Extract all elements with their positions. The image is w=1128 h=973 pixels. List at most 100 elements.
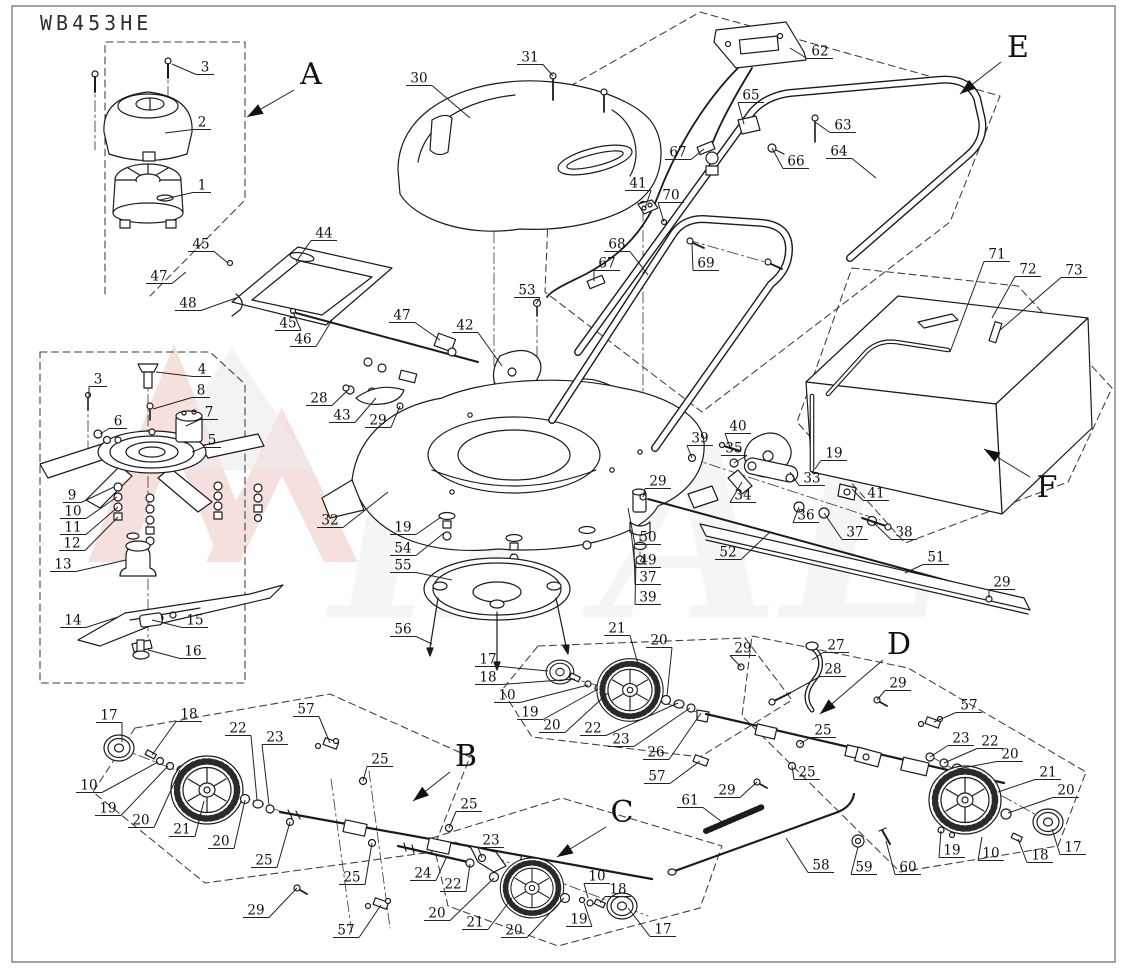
callout-number: 29 <box>247 903 264 919</box>
callout-19: 19 <box>566 902 593 928</box>
callout-28: 28 <box>306 389 349 407</box>
callout-number: 29 <box>993 575 1010 591</box>
callout-10: 10 <box>583 869 610 899</box>
callout-19: 19 <box>95 765 169 817</box>
section-arrowhead <box>820 699 836 714</box>
callout-number: 64 <box>830 144 847 160</box>
callout-number: 28 <box>824 662 841 678</box>
section-letter: E <box>1007 30 1029 65</box>
callout-17: 17 <box>627 907 676 938</box>
callout-18: 18 <box>599 882 631 904</box>
callout-number: 21 <box>173 822 190 838</box>
callout-number: 19 <box>943 843 960 859</box>
callout-10: 10 <box>60 496 118 520</box>
callout-65: 65 <box>737 88 764 125</box>
callout-number: 40 <box>729 419 746 435</box>
callout-number: 19 <box>394 520 411 536</box>
callout-25: 25 <box>362 752 393 782</box>
callout-number: 6 <box>114 414 123 430</box>
callout-number: 20 <box>1057 783 1074 799</box>
callout-29: 29 <box>243 887 298 919</box>
callout-number: 71 <box>988 247 1005 263</box>
callout-51: 51 <box>904 550 949 574</box>
callout-22: 22 <box>225 721 258 801</box>
callout-10: 10 <box>76 761 159 794</box>
blade-disc <box>423 557 571 671</box>
callout-number: 39 <box>691 431 708 447</box>
callout-number: 18 <box>1031 848 1048 864</box>
callout-number: 23 <box>482 833 499 849</box>
callout-number: 52 <box>719 545 736 561</box>
callout-number: 17 <box>100 708 117 724</box>
callout-number: 17 <box>479 652 496 668</box>
callout-41: 41 <box>625 176 652 209</box>
callout-25: 25 <box>448 797 482 829</box>
callout-3: 3 <box>88 372 107 397</box>
callout-number: 10 <box>588 869 605 885</box>
callout-10: 10 <box>977 836 1004 862</box>
callout-number: 72 <box>1019 262 1036 278</box>
callout-25: 25 <box>791 765 820 781</box>
callout-69: 69 <box>691 243 719 272</box>
callout-29: 29 <box>365 405 401 429</box>
section-label-B: B <box>412 739 477 802</box>
switch-box <box>546 21 819 298</box>
callout-number: 31 <box>521 50 538 66</box>
section-arrowhead <box>247 104 264 117</box>
callout-57: 57 <box>644 760 701 785</box>
callout-32: 32 <box>317 491 389 529</box>
callout-number: 45 <box>279 316 296 332</box>
callout-4: 4 <box>155 362 211 378</box>
callout-number: 2 <box>198 115 207 131</box>
callout-47: 47 <box>146 269 187 285</box>
callout-71: 71 <box>949 247 1010 353</box>
callout-57: 57 <box>933 698 982 723</box>
callout-number: 9 <box>68 488 77 504</box>
callout-8: 8 <box>152 383 210 410</box>
callout-29: 29 <box>876 676 911 701</box>
cable-bracket-cluster <box>342 200 648 410</box>
callout-number: 21 <box>608 621 625 637</box>
callout-52: 52 <box>715 531 771 561</box>
upper-handle <box>574 75 987 356</box>
callout-number: 37 <box>846 525 863 541</box>
callout-number: 21 <box>1039 765 1056 781</box>
section-letter: B <box>455 739 477 774</box>
callout-number: 20 <box>132 813 149 829</box>
callout-number: 70 <box>662 188 679 204</box>
callout-20: 20 <box>128 769 181 829</box>
callout-35: 35 <box>721 441 748 464</box>
top-cover <box>397 72 662 232</box>
grass-bag <box>805 295 1093 515</box>
callout-34: 34 <box>729 481 756 504</box>
callout-45: 45 <box>275 311 302 332</box>
section-arrowhead <box>984 449 1001 463</box>
callout-number: 22 <box>229 721 246 737</box>
control-panel <box>226 246 479 363</box>
callout-number: 37 <box>639 570 656 586</box>
callout-30: 30 <box>406 71 471 119</box>
callout-number: 55 <box>394 558 411 574</box>
callout-number: 3 <box>201 60 210 76</box>
callout-48: 48 <box>175 296 237 312</box>
callout-number: 5 <box>208 433 217 449</box>
callout-number: 50 <box>639 530 656 546</box>
callout-17: 17 <box>1051 828 1086 856</box>
callout-number: 22 <box>584 721 601 737</box>
callout-number: 27 <box>827 638 844 654</box>
callout-number: 65 <box>742 88 759 104</box>
callout-number: 66 <box>787 154 804 170</box>
callout-number: 25 <box>371 752 388 768</box>
callout-22: 22 <box>580 702 679 737</box>
callout-44: 44 <box>295 226 337 263</box>
callout-73: 73 <box>998 263 1087 332</box>
callout-number: 23 <box>266 730 283 746</box>
callout-23: 23 <box>261 730 288 806</box>
callout-number: 41 <box>867 486 884 502</box>
callout-number: 59 <box>855 860 872 876</box>
callout-number: 3 <box>94 372 103 388</box>
callout-number: 69 <box>697 256 714 272</box>
callout-number: 47 <box>393 308 410 324</box>
callout-47: 47 <box>389 308 441 341</box>
